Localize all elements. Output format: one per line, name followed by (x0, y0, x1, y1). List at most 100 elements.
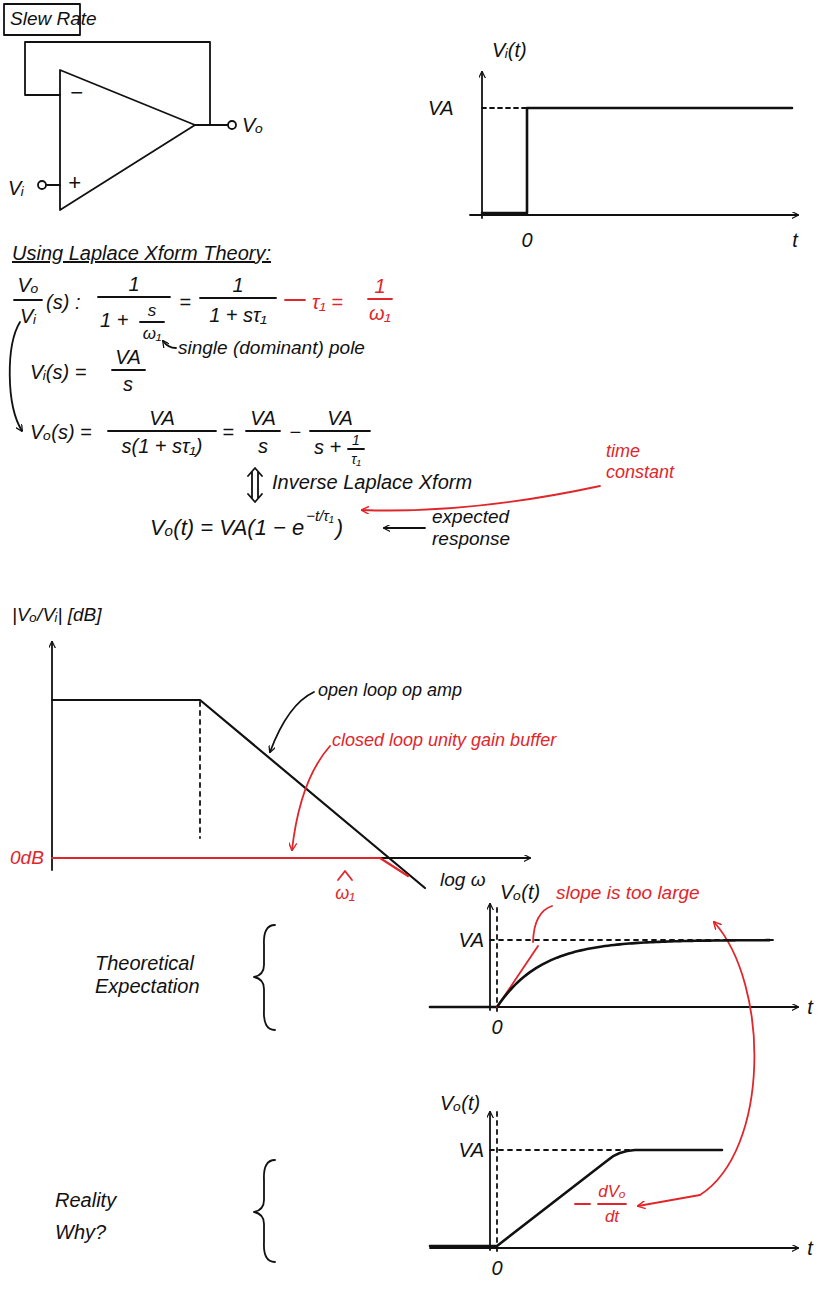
equation-part: Vₒ(s) = (30, 421, 92, 444)
equation-part: −t/τ₁ (306, 507, 333, 524)
equation-part: = (179, 291, 191, 314)
annotation: time constant (606, 441, 688, 482)
equation-part: = (222, 421, 234, 444)
fraction-bar (112, 369, 145, 371)
axis-label: VA (428, 97, 454, 120)
equation-part: − (289, 421, 301, 444)
leader-line (533, 906, 552, 942)
axis-label: Vᵢ(t) (492, 39, 527, 62)
axis (430, 1247, 798, 1249)
pointer-arrow (163, 341, 176, 348)
axis-label: |Vₒ/Vᵢ| [dB] (12, 604, 101, 626)
axis-label: t (807, 1237, 813, 1260)
equation-part: 1 (352, 432, 360, 448)
step-waveform (482, 108, 792, 213)
section-label: Reality (55, 1189, 116, 1212)
equation-part: τ₁ (351, 451, 361, 467)
axis (430, 1006, 798, 1008)
equation-part: Vᵢ(s) = (30, 361, 86, 384)
op-amp-terminal: + (68, 170, 81, 195)
axis-label: t (792, 229, 798, 252)
equation-part: s (148, 301, 157, 321)
axis-label: Vₒ(t) (440, 1092, 480, 1115)
closed-loop-curve (52, 858, 408, 876)
fraction-bar (368, 298, 392, 300)
equation-part: s(1 + sτ₁) (121, 435, 202, 458)
equation-part: Vₒ(t) = VA(1 − e (150, 515, 304, 540)
output-wire (195, 124, 228, 126)
level-guide (482, 107, 527, 109)
signal-name: Vᵢ (8, 177, 24, 200)
equation-part: 1 (128, 273, 139, 296)
op-amp-terminal: − (70, 80, 83, 105)
axis-label: ω₁ (335, 883, 355, 904)
section-heading: Using Laplace Xform Theory: (12, 242, 271, 265)
section-label: Why? (55, 1221, 106, 1244)
leader-dash (285, 299, 305, 301)
pointer-arrow (292, 746, 330, 850)
title-text: Slew Rate (10, 8, 97, 30)
annotation: expected response (432, 506, 532, 550)
axis-label: t (807, 996, 813, 1019)
axis-label: log ω (440, 869, 485, 891)
axis (470, 214, 798, 216)
equation-part: ω₁ (143, 324, 162, 344)
equation-part: VA (250, 407, 276, 430)
annotation: Inverse Laplace Xform (272, 471, 472, 494)
transform-arrow (248, 468, 262, 502)
open-loop-curve (52, 700, 425, 888)
op-amp-symbol (60, 70, 195, 210)
section-label: Theoretical Expectation (95, 952, 225, 998)
output-waveform (430, 1006, 497, 1009)
axis-label: Vₒ(t) (500, 881, 540, 904)
annotation: single (dominant) pole (178, 337, 365, 359)
equation-part: 1 + sτ₁ (209, 304, 267, 327)
equation-part: Vₒ (17, 274, 38, 297)
brace (254, 925, 275, 1030)
time-zero-guide (496, 908, 498, 1012)
axis (489, 904, 491, 1010)
annotation: slope is too large (556, 882, 700, 904)
exponential-waveform (497, 940, 770, 1007)
input-terminal (38, 181, 46, 189)
pointer-arrow (638, 922, 754, 1206)
fraction-bar (575, 1203, 626, 1205)
annotation: open loop op amp (318, 680, 462, 701)
equation-part: 1 (374, 275, 385, 298)
annotation: closed loop unity gain buffer (332, 730, 556, 751)
axis-label: VA (458, 929, 484, 952)
output-terminal (228, 121, 236, 129)
brace (254, 1160, 275, 1262)
equation-part: (s) : (46, 291, 80, 314)
equation-part: dVₒ (598, 1182, 626, 1202)
pointer-arrow (270, 692, 314, 752)
equation-part: VA (327, 407, 353, 430)
axis (481, 72, 483, 218)
time-zero-guide (496, 1112, 498, 1254)
equation-part: 1 (232, 274, 243, 297)
equation-part: τ₁ = (312, 291, 343, 314)
axis-label: 0 (521, 229, 532, 252)
axis (489, 1112, 491, 1250)
equation-part: s + (314, 436, 341, 459)
equation-part: 1 + (100, 309, 128, 332)
signal-name: Vₒ (242, 114, 263, 137)
pole-guide (199, 702, 201, 838)
axis-label: 0dB (10, 847, 44, 869)
equation-part: s (123, 373, 133, 396)
equation-part: ) (336, 515, 343, 540)
input-wire (46, 184, 60, 186)
axis-label: VA (458, 1139, 484, 1162)
feedback-wire (25, 42, 210, 125)
pointer-arrow (384, 527, 425, 529)
flow-arrow (10, 322, 22, 431)
equation-part: VA (115, 346, 141, 369)
equation-part: ω₁ (369, 302, 391, 325)
caret-mark (338, 871, 352, 880)
axis (51, 642, 53, 870)
axis-label: 0 (491, 1016, 502, 1039)
equation-part: Vᵢ (20, 305, 36, 328)
equation-part: dt (605, 1207, 619, 1227)
